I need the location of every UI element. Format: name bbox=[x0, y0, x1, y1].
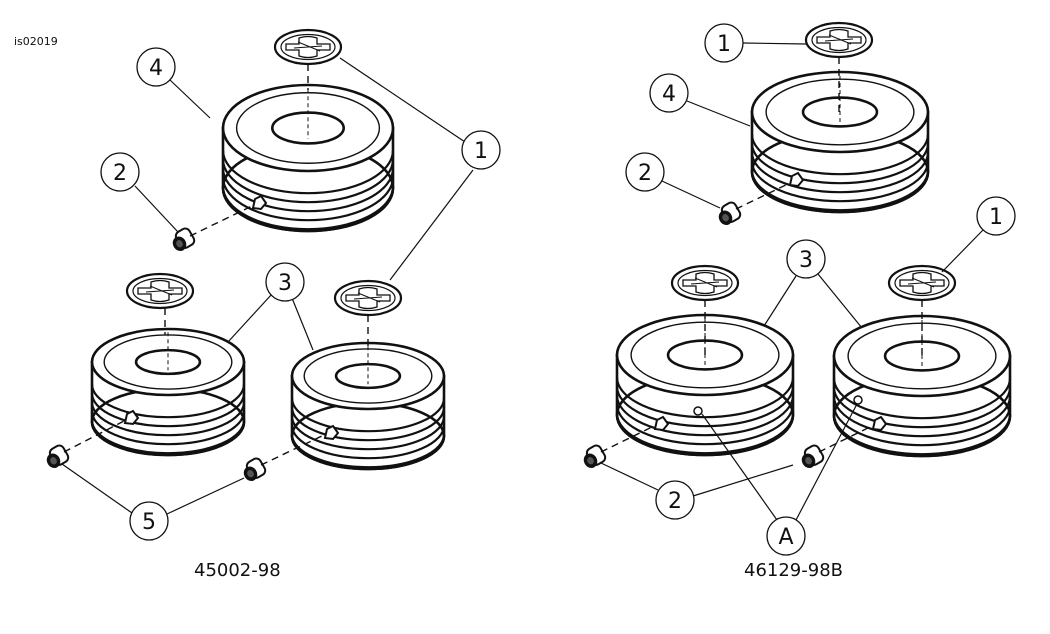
illustration-id: is02019 bbox=[14, 35, 58, 48]
right-callout-1-right: 1 bbox=[976, 196, 1016, 236]
left-callout-2: 2 bbox=[100, 152, 140, 192]
left-medallion-top bbox=[273, 28, 343, 66]
right-callout-4-label: 4 bbox=[662, 82, 676, 107]
right-leader-1-top bbox=[742, 42, 807, 45]
right-index-mark-right bbox=[853, 395, 863, 405]
right-callout-1-top: 1 bbox=[704, 23, 744, 63]
left-leader-1b bbox=[389, 169, 474, 281]
right-medallion-top bbox=[804, 21, 874, 59]
right-callout-2-bottom: 2 bbox=[655, 480, 695, 520]
left-setscrew-bottom-right bbox=[240, 455, 269, 485]
right-setscrew-bottom-left bbox=[580, 442, 609, 472]
right-callout-4: 4 bbox=[649, 73, 689, 113]
left-leader-5b bbox=[166, 477, 245, 515]
right-knob-top-setscrew-hole bbox=[788, 171, 805, 188]
right-index-mark-left bbox=[693, 406, 703, 416]
right-callout-A: A bbox=[766, 516, 806, 556]
left-callout-5: 5 bbox=[129, 501, 169, 541]
left-callout-1: 1 bbox=[461, 130, 501, 170]
right-knob-top bbox=[750, 70, 930, 214]
left-callout-3-label: 3 bbox=[278, 271, 292, 296]
left-knob-bottom-right bbox=[290, 341, 446, 471]
left-knob-bottom-left-hole bbox=[123, 409, 140, 426]
left-callout-4: 4 bbox=[136, 47, 176, 87]
right-setscrew-bottom-right-axis bbox=[818, 425, 873, 453]
right-knob-bottom-right-hole bbox=[871, 415, 888, 432]
left-knob-top-setscrew-hole bbox=[251, 194, 268, 211]
right-setscrew-bottom-left-axis bbox=[600, 425, 655, 453]
right-leader-2a bbox=[600, 462, 659, 491]
right-setscrew-top bbox=[715, 199, 744, 229]
left-leader-2 bbox=[134, 185, 179, 233]
left-leader-1a bbox=[339, 57, 466, 143]
right-callout-1-top-label: 1 bbox=[717, 32, 731, 57]
left-leader-5a bbox=[61, 463, 133, 514]
left-leader-3a bbox=[227, 293, 273, 343]
right-callout-2-bottom-label: 2 bbox=[668, 489, 682, 514]
right-leader-1-right bbox=[941, 229, 984, 273]
right-leader-2b bbox=[692, 464, 794, 497]
right-callout-3-label: 3 bbox=[799, 248, 813, 273]
left-callout-4-label: 4 bbox=[149, 56, 163, 81]
left-callout-3: 3 bbox=[265, 262, 305, 302]
left-kit-part-number: 45002-98 bbox=[194, 560, 281, 581]
left-callout-1-label: 1 bbox=[474, 139, 488, 164]
right-callout-3: 3 bbox=[786, 239, 826, 279]
left-knob-top bbox=[221, 83, 395, 233]
right-leader-Ab bbox=[795, 403, 858, 521]
left-leader-4 bbox=[169, 79, 211, 119]
left-medallion-bottom-right bbox=[333, 279, 403, 317]
left-setscrew-top bbox=[169, 225, 198, 255]
right-medallion-bottom-right bbox=[887, 264, 957, 302]
right-leader-3a bbox=[763, 275, 797, 327]
right-leader-3b bbox=[817, 273, 863, 329]
right-callout-2-top: 2 bbox=[625, 152, 665, 192]
right-setscrew-bottom-right bbox=[798, 442, 827, 472]
right-leader-2-top bbox=[661, 180, 721, 209]
right-callout-2-top-label: 2 bbox=[638, 161, 652, 186]
right-leader-4 bbox=[686, 100, 751, 127]
left-knob-bottom-right-hole bbox=[323, 424, 340, 441]
left-callout-2-label: 2 bbox=[113, 161, 127, 186]
right-leader-Aa bbox=[701, 413, 778, 521]
left-knob-bottom-left bbox=[90, 327, 246, 457]
right-medallion-bottom-left bbox=[670, 264, 740, 302]
right-setscrew-top-axis bbox=[735, 182, 791, 210]
left-medallion-bottom-left bbox=[125, 272, 195, 310]
left-leader-3b bbox=[291, 297, 314, 351]
right-knob-bottom-left-hole bbox=[653, 415, 670, 432]
right-kit-part-number: 46129-98B bbox=[744, 560, 844, 581]
right-callout-A-label: A bbox=[778, 525, 793, 550]
right-callout-1-right-label: 1 bbox=[989, 205, 1003, 230]
left-callout-5-label: 5 bbox=[142, 510, 156, 535]
